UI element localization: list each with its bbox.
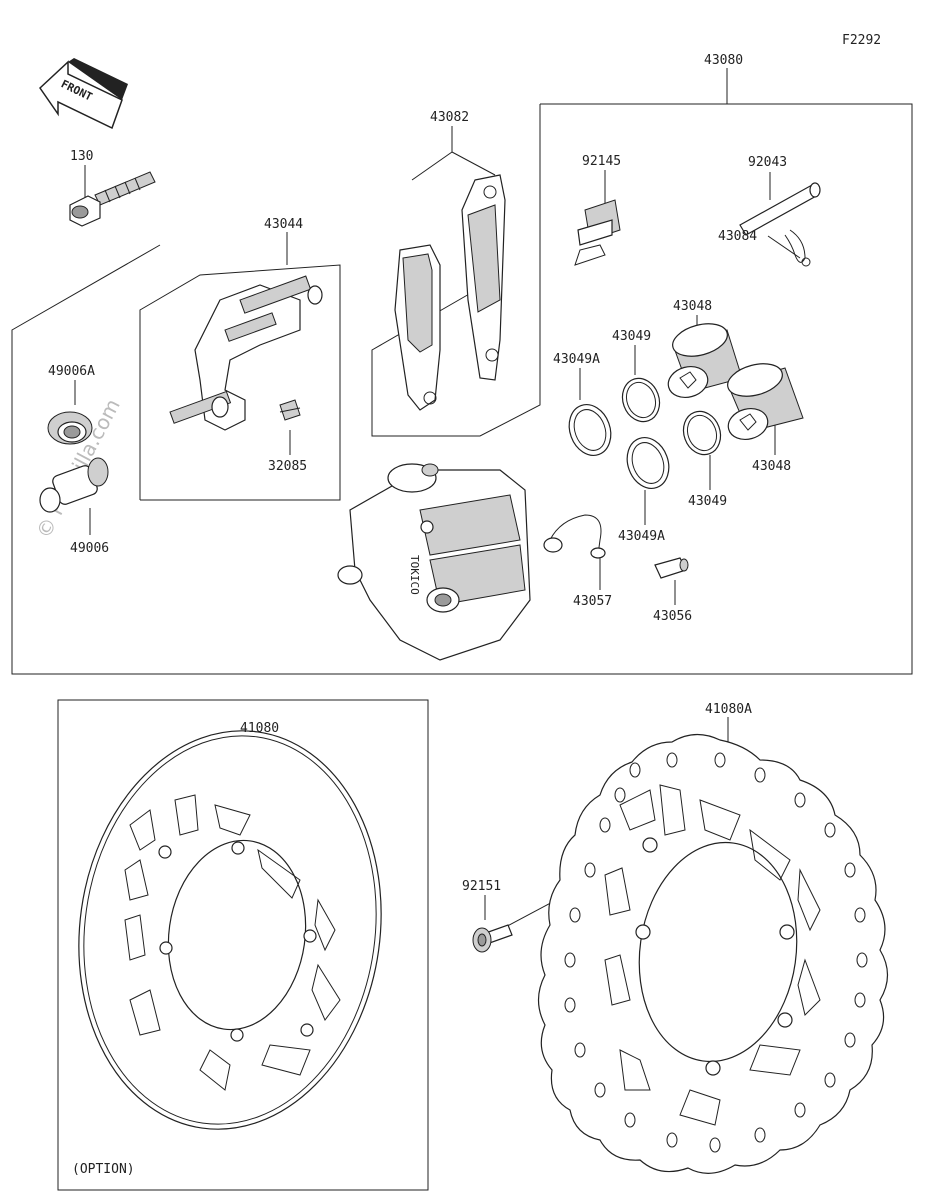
pipe-43057 (543, 514, 606, 559)
disc-41080A (537, 733, 889, 1174)
seal-43049-bottom (682, 410, 722, 456)
seal-43049A-top-inner (573, 409, 607, 451)
seal-43049-top (621, 377, 661, 423)
seal-43049A-top (568, 404, 612, 456)
caliper-brand: TOKICO (408, 555, 421, 595)
label-43049A-bottom: 43049A (618, 529, 665, 544)
label-43044: 43044 (264, 217, 303, 232)
spring-92145 (574, 199, 621, 266)
bolt-130 (69, 171, 156, 227)
seal-43049-top-inner (625, 381, 657, 419)
label-92151: 92151 (462, 879, 501, 894)
label-43084: 43084 (718, 229, 757, 244)
piston-43048-bottom (727, 363, 804, 440)
label-43049-top: 43049 (612, 329, 651, 344)
seal-43049A-bottom (626, 437, 670, 489)
piston-43048-top (667, 323, 743, 398)
label-92043: 92043 (748, 155, 787, 170)
label-43049A-top: 43049A (553, 352, 600, 367)
bracket-frame (139, 264, 341, 501)
label-49006: 49006 (70, 541, 109, 556)
bolt-92151 (472, 924, 513, 953)
label-43082: 43082 (430, 110, 469, 125)
label-43048-top: 43048 (673, 299, 712, 314)
label-43080: 43080 (704, 53, 743, 68)
label-49006A: 49006A (48, 364, 95, 379)
diagram-code: F2292 (842, 33, 881, 48)
label-43057: 43057 (573, 594, 612, 609)
front-arrow-icon: FRONT (39, 58, 128, 130)
seal-43049A-bottom-inner (631, 442, 665, 484)
boot-49006 (39, 457, 109, 513)
seal-43049-bottom-inner (686, 414, 718, 452)
label-43056: 43056 (653, 609, 692, 624)
boot-49006A (47, 411, 93, 445)
pin-92043 (739, 182, 821, 236)
caliper-body: TOKICO (337, 463, 531, 661)
label-41080: 41080 (240, 721, 279, 736)
label-32085: 32085 (268, 459, 307, 474)
label-92145: 92145 (582, 154, 621, 169)
label-43048-bottom: 43048 (752, 459, 791, 474)
option-disc-frame (57, 699, 429, 1191)
caliper-assembly-frame (11, 103, 913, 675)
bracket-43044 (169, 275, 323, 431)
pad-frame (371, 104, 541, 437)
bleeder-43056 (654, 557, 689, 579)
clip-43084 (784, 229, 811, 267)
clip-32085 (279, 399, 301, 421)
label-130: 130 (70, 149, 93, 164)
option-label: (OPTION) (72, 1162, 135, 1177)
disc-41080 (78, 730, 382, 1130)
label-43049-bottom: 43049 (688, 494, 727, 509)
brake-pads-43082 (394, 174, 506, 411)
label-41080A: 41080A (705, 702, 752, 717)
